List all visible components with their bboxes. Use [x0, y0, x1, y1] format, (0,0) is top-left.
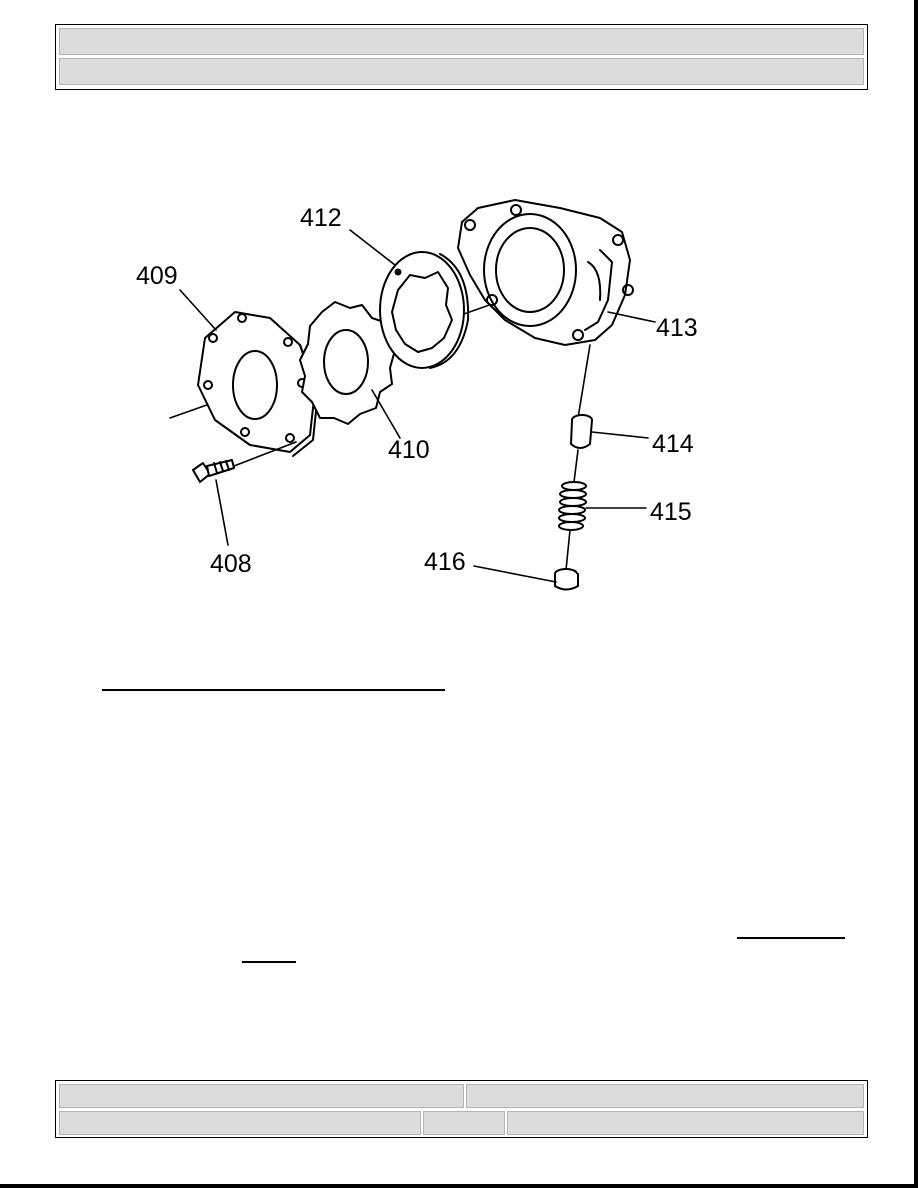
callout-415: 415	[650, 498, 692, 526]
callout-409: 409	[136, 262, 178, 290]
header-row-2	[59, 58, 864, 85]
pressure-relief-valve	[570, 414, 593, 449]
page-header	[55, 24, 868, 90]
valve-axis-line-lower	[565, 529, 571, 571]
leader-409	[179, 289, 217, 331]
bolt-axis-line	[233, 441, 297, 467]
valve-axis-line-upper	[577, 344, 591, 419]
leader-416	[473, 565, 557, 583]
callout-408: 408	[210, 550, 252, 578]
link-underline-1[interactable]	[737, 937, 845, 939]
valve-spring	[558, 481, 587, 531]
callout-413: 413	[656, 314, 698, 342]
link-underline-2[interactable]	[242, 961, 296, 963]
footer-cell-mid-bottom	[423, 1111, 505, 1135]
leader-413	[607, 311, 656, 323]
leader-414	[591, 431, 649, 439]
callout-416: 416	[424, 548, 466, 576]
pump-cover-plate	[197, 311, 319, 457]
outer-gear-ring	[379, 251, 470, 369]
leader-412	[349, 229, 396, 266]
callout-410: 410	[388, 436, 430, 464]
leader-410	[371, 389, 401, 439]
leader-408	[215, 479, 229, 546]
pump-housing	[457, 199, 634, 346]
inner-gear	[299, 301, 396, 425]
footer-cell-left-bottom	[59, 1111, 421, 1135]
cover-bolt	[192, 459, 235, 483]
footer-cell-right-bottom	[507, 1111, 864, 1135]
header-row-1	[59, 28, 864, 55]
footer-cell-right-top	[466, 1084, 864, 1108]
footer-cell-left-top	[59, 1084, 464, 1108]
section-heading-underline	[102, 689, 445, 691]
page-footer	[55, 1080, 868, 1138]
callout-414: 414	[652, 430, 694, 458]
callout-412: 412	[300, 204, 342, 232]
valve-axis-line-middle	[573, 449, 579, 483]
valve-plug	[554, 568, 579, 591]
